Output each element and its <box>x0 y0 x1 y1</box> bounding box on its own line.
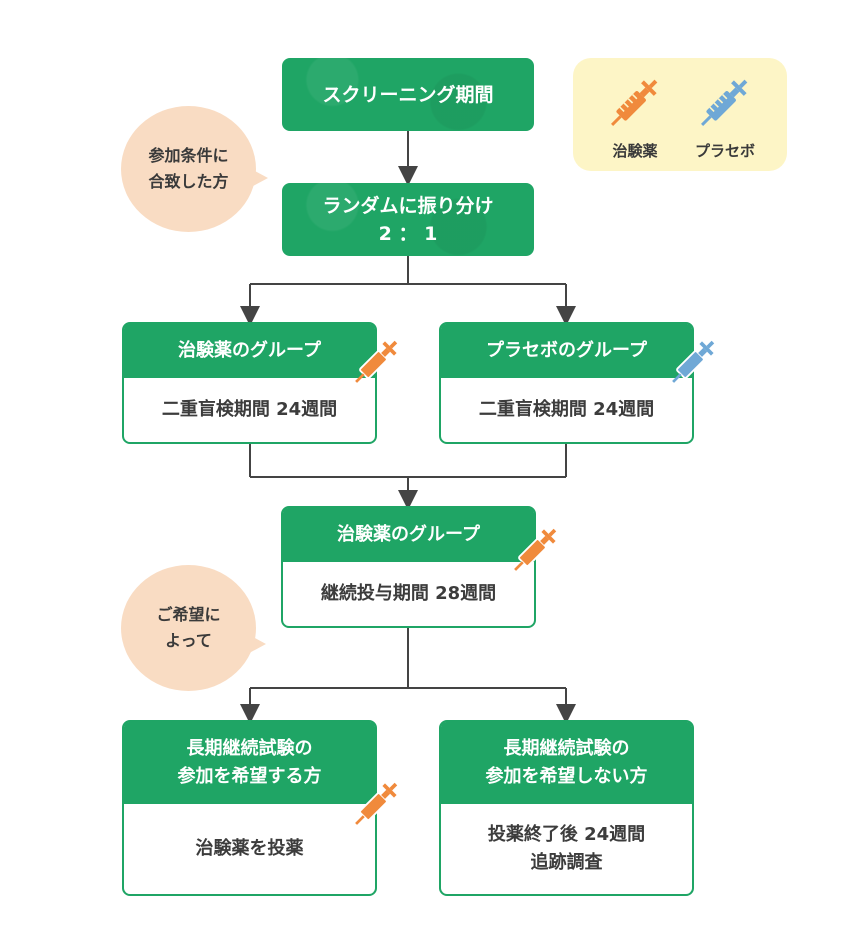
placebo-syringe-icon <box>672 340 715 383</box>
legend-drug-label: 治験薬 <box>612 142 658 160</box>
long-term-no-title2: 参加を希望しない方 <box>485 766 648 787</box>
drug-group-period: 二重盲検期間 24週間 <box>161 399 338 420</box>
wish-line2: よって <box>165 631 212 650</box>
continuation-group-period: 継続投与期間 28週間 <box>320 583 497 604</box>
wish-line1: ご希望に <box>156 605 221 624</box>
continuation-group-header: 治験薬のグループ <box>283 508 534 562</box>
drug-group-title: 治験薬のグループ <box>178 340 321 361</box>
long-term-yes-body: 治験薬を投薬 <box>124 804 375 894</box>
long-term-yes-card: 長期継続試験の 参加を希望する方 治験薬を投薬 <box>122 720 398 896</box>
long-term-no-title1: 長期継続試験の <box>503 738 630 759</box>
long-term-yes-header: 長期継続試験の 参加を希望する方 <box>124 722 375 804</box>
eligibility-line1: 参加条件に <box>148 146 229 165</box>
randomize-ratio: 2 ： 1 <box>378 222 438 245</box>
long-term-no-survey: 追跡調査 <box>530 852 603 873</box>
legend: 治験薬 プラセボ <box>573 58 787 171</box>
randomize-label: ランダムに振り分け <box>322 194 494 217</box>
drug-group-card: 治験薬のグループ 二重盲検期間 24週間 <box>122 322 398 444</box>
continuation-group-body: 継続投与期間 28週間 <box>283 562 534 626</box>
long-term-no-header: 長期継続試験の 参加を希望しない方 <box>441 722 692 804</box>
legend-placebo-label: プラセボ <box>694 142 755 160</box>
randomize-box: ランダムに振り分け 2 ： 1 <box>282 183 534 256</box>
placebo-group-period: 二重盲検期間 24週間 <box>478 399 655 420</box>
screening-box: スクリーニング期間 <box>282 58 534 131</box>
long-term-no-card: 長期継続試験の 参加を希望しない方 投薬終了後 24週間 追跡調査 <box>439 720 694 896</box>
long-term-yes-title1: 長期継続試験の <box>186 738 313 759</box>
drug-syringe-icon <box>611 79 658 126</box>
placebo-group-header: プラセボのグループ <box>441 324 692 378</box>
long-term-no-followup: 投薬終了後 24週間 <box>487 824 646 845</box>
long-term-yes-title2: 参加を希望する方 <box>177 766 322 787</box>
placebo-group-title: プラセボのグループ <box>486 340 647 361</box>
eligibility-line2: 合致した方 <box>148 172 229 191</box>
drug-group-body: 二重盲検期間 24週間 <box>124 378 375 442</box>
drug-group-header: 治験薬のグループ <box>124 324 375 378</box>
placebo-group-card: プラセボのグループ 二重盲検期間 24週間 <box>439 322 715 444</box>
drug-syringe-icon <box>355 340 398 383</box>
wish-bubble: ご希望に よって <box>121 565 256 691</box>
continuation-group-title: 治験薬のグループ <box>337 524 480 545</box>
screening-label: スクリーニング期間 <box>322 83 494 106</box>
long-term-yes-treatment: 治験薬を投薬 <box>195 838 304 859</box>
eligibility-bubble: 参加条件に 合致した方 <box>121 106 256 232</box>
placebo-group-body: 二重盲検期間 24週間 <box>441 378 692 442</box>
drug-syringe-icon <box>514 528 557 571</box>
long-term-no-body: 投薬終了後 24週間 追跡調査 <box>441 804 692 894</box>
drug-syringe-icon <box>355 782 398 825</box>
continuation-group-card: 治験薬のグループ 継続投与期間 28週間 <box>281 506 557 628</box>
placebo-syringe-icon <box>701 79 748 126</box>
